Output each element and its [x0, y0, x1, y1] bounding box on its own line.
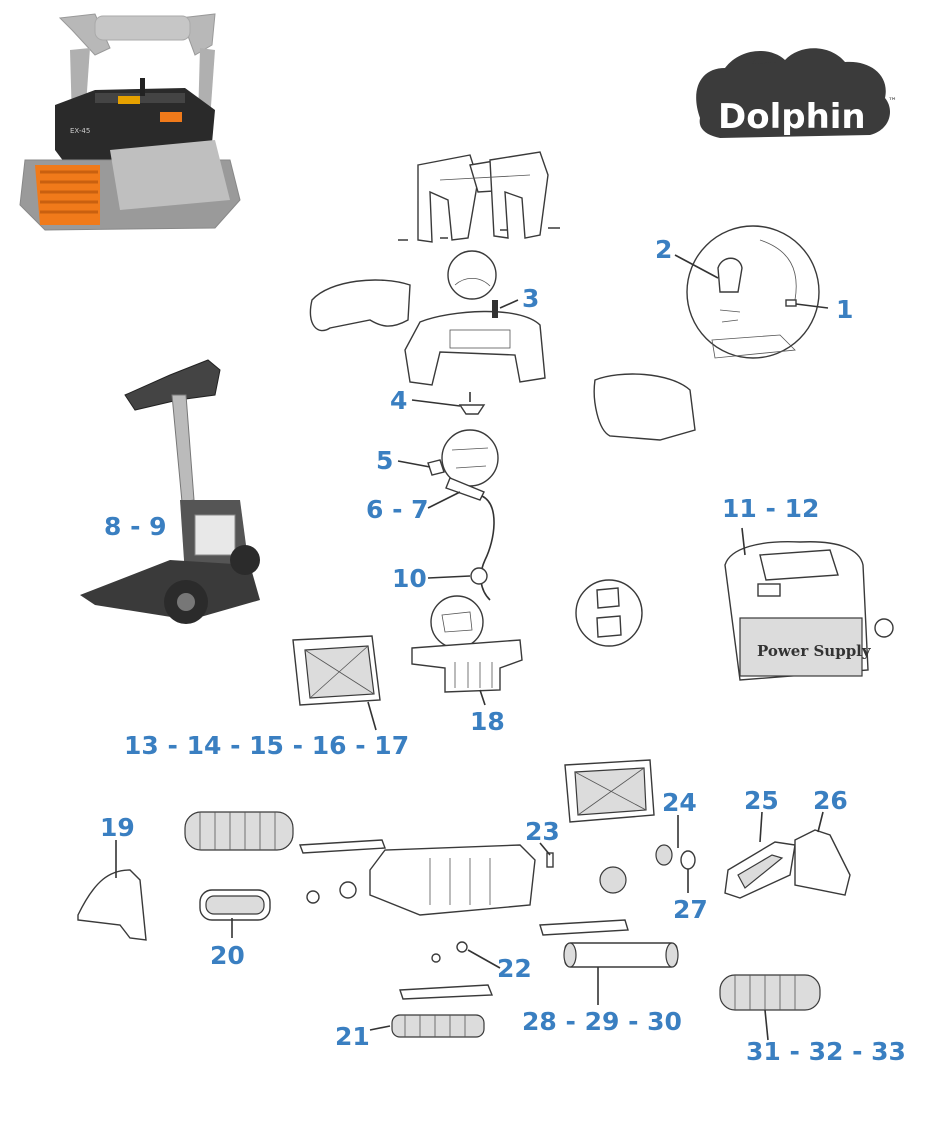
bushings-24-27	[655, 844, 696, 870]
callout-28-30: 28 - 29 - 30	[522, 1007, 682, 1036]
roller-28-30	[563, 942, 679, 968]
callout-18: 18	[470, 707, 505, 736]
callout-8-9: 8 - 9	[104, 512, 167, 541]
chassis	[306, 844, 536, 916]
leader-lines	[115, 254, 829, 1041]
callout-24: 24	[662, 788, 697, 817]
callout-1: 1	[836, 295, 853, 324]
callout-22: 22	[497, 954, 532, 983]
callout-6-7: 6 - 7	[366, 495, 429, 524]
part-4-swivel	[441, 392, 499, 487]
callout-4: 4	[390, 386, 407, 415]
top-cover-right	[593, 373, 696, 441]
robot-photo: EX-45	[19, 13, 241, 231]
part-22-plate	[399, 984, 494, 1000]
detail-circle-18	[430, 595, 484, 649]
callout-19: 19	[100, 813, 135, 842]
axle-bar-left	[299, 839, 386, 854]
filter-panel-lower	[564, 759, 655, 823]
robot-model-label: EX-45	[70, 127, 90, 135]
callout-labels: 1 2 3 4 5 6 - 7 8 - 9 10 11 - 12 13 - 14…	[100, 235, 906, 1066]
callout-11-12: 11 - 12	[722, 494, 819, 523]
callout-21: 21	[335, 1022, 370, 1051]
part-18-motor-unit	[411, 639, 523, 693]
cable-assembly	[427, 459, 495, 601]
main-housing	[404, 300, 546, 386]
detail-circle-clips	[575, 579, 643, 647]
callout-23: 23	[525, 817, 560, 846]
callout-25: 25	[744, 786, 779, 815]
power-supply: Power Supply	[724, 540, 894, 681]
brush-upper-left	[184, 811, 294, 851]
callout-3: 3	[522, 284, 539, 313]
part-19-side-plate	[77, 869, 147, 941]
part-20-track	[199, 889, 271, 921]
callout-10: 10	[392, 564, 427, 593]
part-23-pin	[546, 852, 554, 868]
part-21-brush	[391, 1014, 485, 1038]
gear-wheel	[599, 866, 627, 894]
callout-20: 20	[210, 941, 245, 970]
dolphin-logo: Dolphin ™	[696, 48, 897, 138]
handle-part	[398, 151, 560, 243]
callout-13-17: 13 - 14 - 15 - 16 - 17	[124, 731, 409, 760]
callout-27: 27	[673, 895, 708, 924]
trademark-symbol: ™	[888, 97, 897, 107]
logo-text: Dolphin	[718, 97, 866, 137]
top-cover-left	[309, 279, 411, 332]
power-supply-text: Power Supply	[757, 642, 872, 660]
axle-bar-right	[539, 919, 629, 936]
detail-circle-top	[447, 250, 497, 300]
detail-circle-1-2	[686, 225, 820, 359]
part-25-track	[724, 841, 796, 899]
callout-31-33: 31 - 32 - 33	[746, 1037, 906, 1066]
part-26-side-plate	[794, 829, 851, 896]
callout-2: 2	[655, 235, 672, 264]
brush-31-33	[719, 974, 821, 1011]
callout-26: 26	[813, 786, 848, 815]
callout-5: 5	[376, 446, 393, 475]
filter-panel-upper	[292, 635, 381, 706]
caddy-cart	[80, 359, 260, 624]
